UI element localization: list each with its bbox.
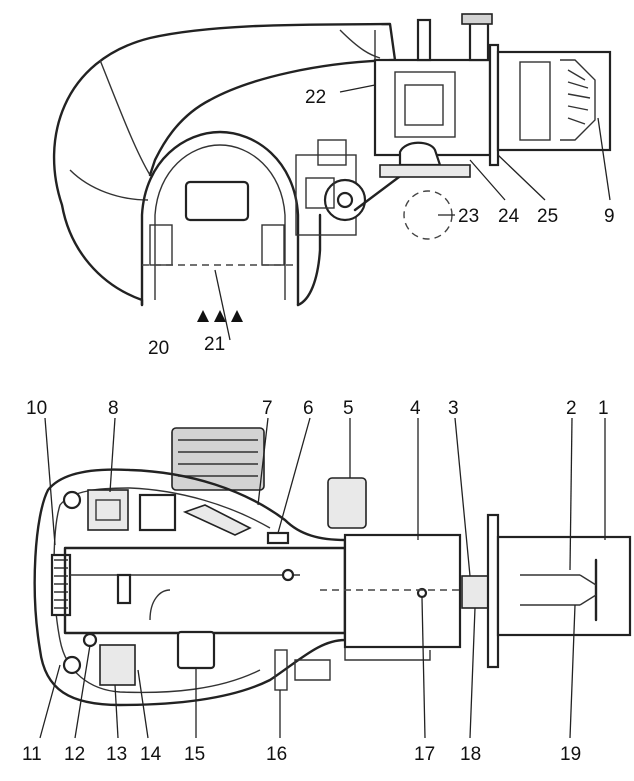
label-15: 15: [184, 744, 205, 765]
label-6: 6: [303, 398, 314, 419]
flange: [488, 43, 500, 167]
label-18: 18: [460, 744, 481, 765]
plan-flange: [486, 513, 500, 669]
blast-tube: [496, 50, 612, 152]
air-arrow-icon: [197, 310, 209, 322]
component-3: [461, 575, 489, 609]
motor: [171, 427, 265, 491]
component-13: [99, 644, 136, 686]
label-12: 12: [64, 744, 85, 765]
label-24: 24: [498, 206, 520, 227]
label-23: 23: [458, 206, 479, 227]
air-arrow-icon: [214, 310, 226, 322]
fan-housing: [140, 130, 300, 307]
inspection-window: [184, 180, 250, 222]
component-8: [87, 489, 129, 531]
label-21: 21: [204, 334, 225, 355]
component-6: [266, 531, 290, 545]
label-14: 14: [140, 744, 162, 765]
label-20: 20: [148, 338, 169, 359]
component-5: [327, 477, 367, 529]
plan-blast-tube: [496, 535, 632, 637]
plan-view-bottom-labels: 11 12 13 14 15 16 17 18 19: [22, 744, 581, 765]
body-outline: [33, 468, 347, 707]
label-16: 16: [266, 744, 287, 765]
label-22: 22: [305, 87, 326, 108]
label-2: 2: [566, 398, 577, 419]
label-5: 5: [343, 398, 354, 419]
label-4: 4: [410, 398, 421, 419]
label-13: 13: [106, 744, 127, 765]
label-19: 19: [560, 744, 581, 765]
label-3: 3: [448, 398, 459, 419]
label-7: 7: [262, 398, 273, 419]
combustion-chamber: [343, 533, 462, 649]
label-11: 11: [22, 744, 42, 765]
label-1: 1: [598, 398, 609, 419]
housing-outline: [52, 22, 397, 307]
component-10: [50, 553, 72, 617]
label-8: 8: [108, 398, 119, 419]
label-17: 17: [414, 744, 435, 765]
side-view-labels: 22 20 21 23 24 25 9: [148, 87, 615, 359]
air-arrow-icon: [231, 310, 243, 322]
inner-tube: [63, 546, 347, 635]
label-9: 9: [604, 206, 615, 227]
combustion-head: [373, 58, 492, 157]
side-view-drawing: [52, 13, 612, 341]
plan-view-drawing: [33, 417, 632, 739]
label-25: 25: [537, 206, 558, 227]
component-15: [176, 630, 216, 670]
label-10: 10: [26, 398, 47, 419]
component-7: [182, 504, 252, 536]
plan-view-top-labels: 10 8 7 6 5 4 3 2 1: [26, 398, 609, 419]
